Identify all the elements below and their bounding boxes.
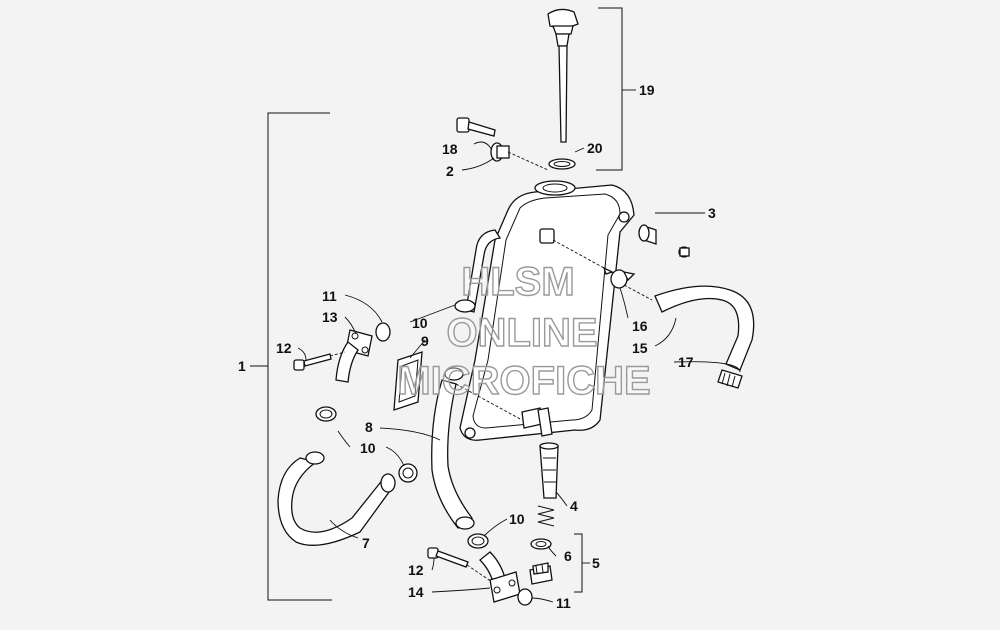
callout-19: 19 <box>639 82 655 98</box>
callout-12-upper: 12 <box>276 340 292 356</box>
o-ring-upper <box>375 322 391 342</box>
watermark-line-3: MICROFICHE <box>397 359 650 403</box>
callout-18: 18 <box>442 141 458 157</box>
callout-15: 15 <box>632 340 648 356</box>
callout-11-upper: 11 <box>322 288 337 304</box>
bracket-group-1 <box>267 112 332 601</box>
hose-clamp-16 <box>602 266 636 289</box>
grommet-right <box>638 224 657 245</box>
drain-plug <box>529 562 553 585</box>
bracket-group-19 <box>596 7 623 171</box>
hose-clamp-mid <box>444 367 464 381</box>
callout-7: 7 <box>362 535 370 551</box>
hose-clamp-upper-right <box>454 299 476 313</box>
hose-clamp-lower <box>467 533 489 549</box>
hose-clamp-lower-left <box>398 463 418 483</box>
callout-14: 14 <box>408 584 424 600</box>
vent-filter <box>717 369 743 389</box>
callout-1: 1 <box>238 358 246 374</box>
bolt-lower <box>427 547 469 568</box>
callout-4: 4 <box>570 498 578 514</box>
watermark: HLSM ONLINE MICROFICHE <box>397 259 652 403</box>
callout-6: 6 <box>564 548 572 564</box>
watermark-line-1: HLSM <box>461 260 574 304</box>
callout-12-lower: 12 <box>408 562 424 578</box>
o-ring-dipstick <box>548 158 576 170</box>
dipstick <box>547 8 579 143</box>
callout-16: 16 <box>632 318 648 334</box>
sealing-washer <box>530 538 552 550</box>
bolt-upper-left <box>293 353 332 371</box>
elbow-fitting-lower <box>479 551 521 603</box>
hose-clamp-upper-left <box>315 406 337 422</box>
spring <box>537 505 555 527</box>
oil-screen <box>539 442 559 499</box>
callout-10-upper: 10 <box>412 315 428 331</box>
oil-reservoir-tank <box>459 180 635 441</box>
callout-13: 13 <box>322 309 338 325</box>
callout-3: 3 <box>708 205 716 221</box>
callout-10-lower: 10 <box>509 511 525 527</box>
watermark-line-2: ONLINE <box>446 311 597 355</box>
callout-5: 5 <box>592 555 600 571</box>
callout-11-lower: 11 <box>556 595 571 611</box>
o-ring-lower <box>517 588 533 606</box>
callout-2: 2 <box>446 163 454 179</box>
callout-17: 17 <box>678 354 694 370</box>
callout-20: 20 <box>587 140 603 156</box>
bolt-upper <box>456 117 496 137</box>
callout-10-left: 10 <box>360 440 376 456</box>
callout-8: 8 <box>365 419 373 435</box>
callout-9: 9 <box>421 333 429 349</box>
grommet-upper <box>490 142 510 162</box>
elbow-fitting-upper <box>335 329 373 383</box>
bracket-group-5 <box>574 533 583 593</box>
bushing-right <box>678 246 690 258</box>
return-hose <box>277 457 393 546</box>
vent-hose <box>654 285 755 371</box>
